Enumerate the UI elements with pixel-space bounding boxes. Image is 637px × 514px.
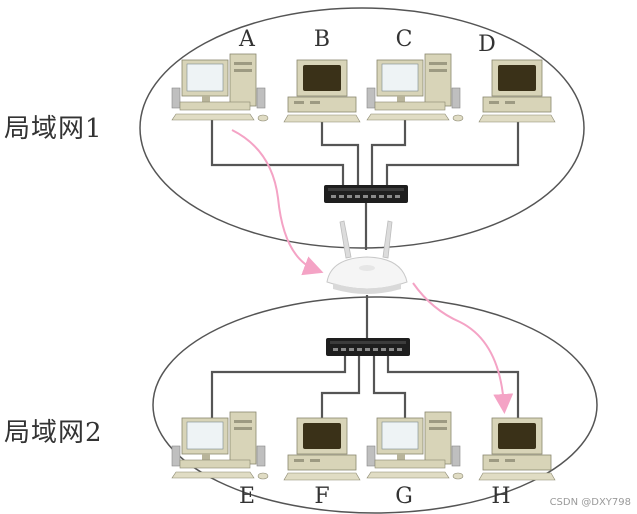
lan2-boundary xyxy=(152,296,598,514)
computer-f xyxy=(283,417,361,481)
computer-b xyxy=(283,59,361,123)
lan1-label: 局域网1 xyxy=(4,114,103,144)
lan1-cables xyxy=(210,118,520,250)
switch-lan1 xyxy=(324,185,408,203)
computer-d-label: D xyxy=(478,32,496,57)
computer-f-label: F xyxy=(314,484,330,509)
computer-c xyxy=(366,53,464,122)
computer-a-label: A xyxy=(239,27,255,52)
computer-h-label: H xyxy=(491,484,511,509)
computer-e-label: E xyxy=(238,484,256,509)
lan2-label: 局域网2 xyxy=(4,418,103,448)
computer-a xyxy=(171,53,269,122)
computer-e xyxy=(171,411,269,480)
lan2-cables xyxy=(210,295,520,420)
lan1-boundary xyxy=(139,7,585,249)
watermark: CSDN @DXY798 xyxy=(549,497,631,508)
computer-g xyxy=(366,411,464,480)
packet-path-router-to-h xyxy=(412,282,514,414)
computer-d xyxy=(478,59,556,123)
computer-g-label: G xyxy=(395,484,413,509)
computer-c-label: C xyxy=(395,27,413,52)
computer-b-label: B xyxy=(313,27,331,52)
wireless-router-icon xyxy=(326,220,408,294)
packet-path-a-to-router xyxy=(231,129,324,276)
switch-lan2 xyxy=(326,338,410,356)
computer-h xyxy=(478,417,556,481)
